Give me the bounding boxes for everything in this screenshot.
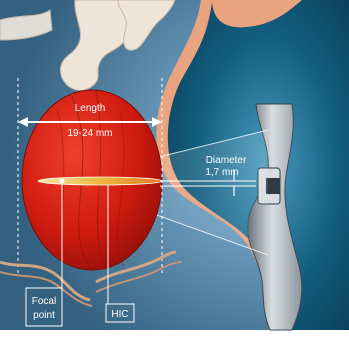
length-title-label: Length xyxy=(75,103,106,114)
diameter-value-label: 1,7 mm xyxy=(205,167,238,178)
transducer-lens xyxy=(266,178,280,194)
diameter-title-label: Diameter xyxy=(206,155,247,166)
focal-label-line1: Focal xyxy=(32,296,56,307)
length-value-label: 19-24 mm xyxy=(67,128,112,139)
focal-label-line2: point xyxy=(33,310,55,321)
hic-label: HIC xyxy=(111,309,128,320)
focal-point-marker xyxy=(60,179,65,184)
hic-focal-zone xyxy=(38,177,162,185)
